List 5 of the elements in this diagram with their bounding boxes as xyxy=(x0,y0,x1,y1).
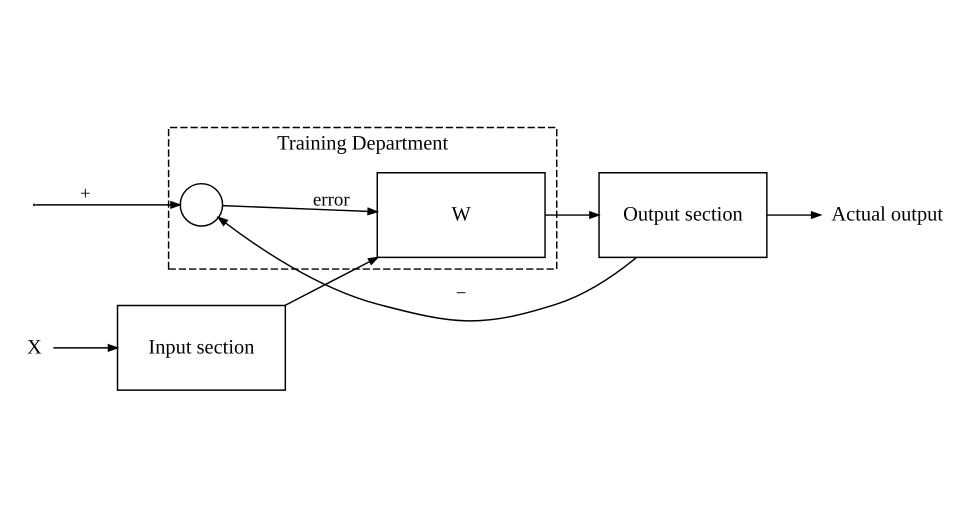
edge-label: + xyxy=(80,184,91,205)
edge-label: error xyxy=(312,189,350,210)
node-text: X xyxy=(26,336,42,358)
edge-label: − xyxy=(456,282,467,304)
node-text: Actual output xyxy=(831,203,944,226)
